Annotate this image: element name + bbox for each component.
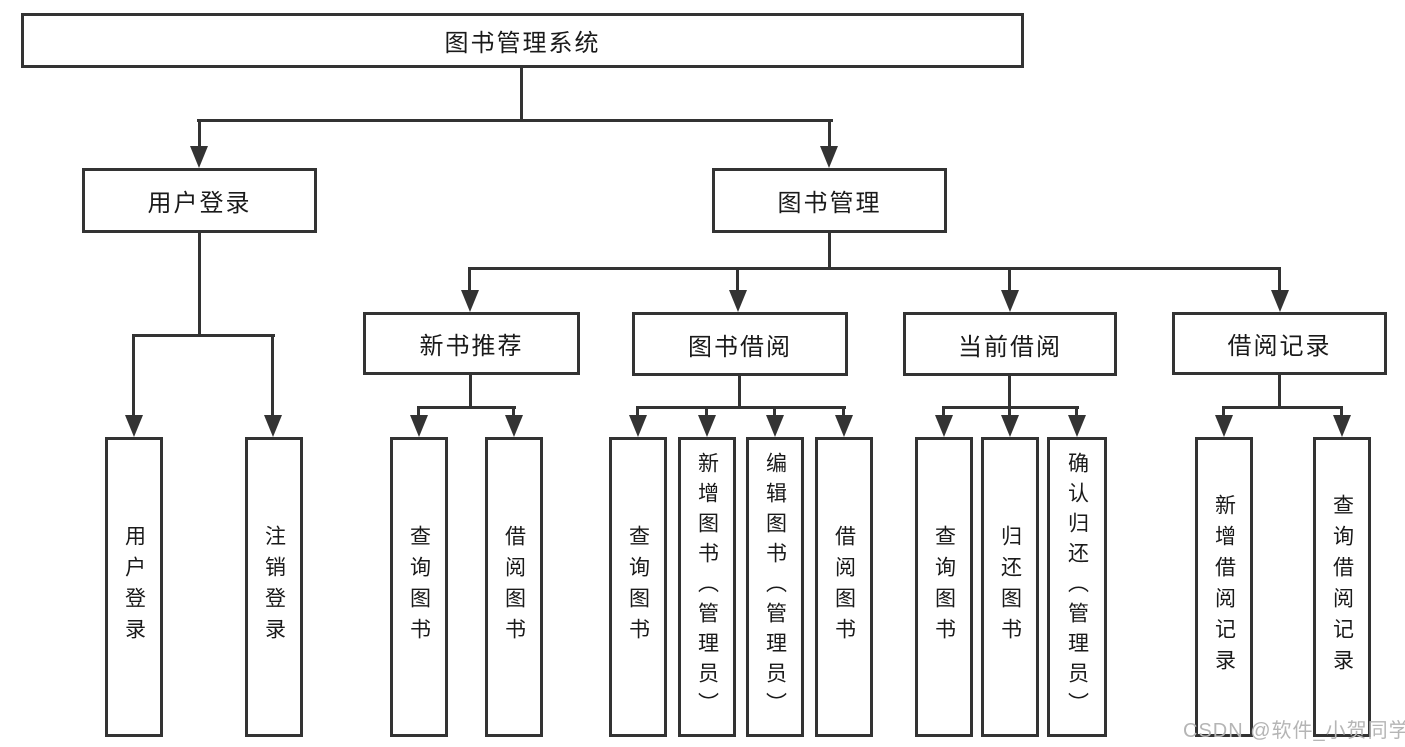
node-new-book-recommend: 新书推荐: [363, 312, 580, 375]
leaf-return-books: 归还图书: [981, 437, 1039, 737]
leaf-label: 编辑图书（管理员）: [763, 452, 787, 722]
connector-line: [132, 336, 135, 418]
connector-line: [828, 121, 831, 151]
arrow-head: [505, 415, 523, 437]
connector-line: [1008, 408, 1011, 420]
connector-line: [1222, 408, 1225, 420]
arrow-head: [1001, 415, 1019, 437]
connector-line: [636, 406, 846, 409]
node-current-borrow: 当前借阅: [903, 312, 1117, 376]
connector-line: [773, 408, 776, 420]
connector-line: [132, 334, 275, 337]
arrow-head: [125, 415, 143, 437]
arrow-head: [1333, 415, 1351, 437]
arrow-head: [1068, 415, 1086, 437]
connector-line: [197, 119, 833, 122]
leaf-user-login: 用户登录: [105, 437, 163, 737]
leaf-add-book-admin: 新增图书（管理员）: [678, 437, 736, 737]
connector-line: [942, 408, 945, 420]
connector-line: [842, 408, 845, 420]
arrow-head: [766, 415, 784, 437]
connector-line: [469, 375, 472, 408]
connector-line: [512, 408, 515, 420]
arrow-head: [729, 290, 747, 312]
arrow-head: [1271, 290, 1289, 312]
leaf-label: 借阅图书: [502, 525, 526, 649]
connector-line: [1278, 375, 1281, 408]
arrow-head: [264, 415, 282, 437]
arrow-head: [1001, 290, 1019, 312]
node-label: 新书推荐: [419, 333, 524, 360]
leaf-label: 确认归还（管理员）: [1065, 452, 1089, 722]
node-label: 图书借阅: [688, 333, 792, 361]
leaf-label: 归还图书: [998, 525, 1022, 649]
connector-line: [1008, 269, 1011, 293]
node-book-management: 图书管理: [712, 168, 947, 233]
leaf-query-books-current: 查询图书: [915, 437, 973, 737]
leaf-label: 查询借阅记录: [1330, 494, 1354, 680]
node-root: 图书管理系统: [21, 13, 1024, 68]
connector-line: [198, 121, 201, 151]
leaf-confirm-return-admin: 确认归还（管理员）: [1047, 437, 1107, 737]
leaf-borrow-books: 借阅图书: [815, 437, 873, 737]
leaf-edit-book-admin: 编辑图书（管理员）: [746, 437, 804, 737]
connector-line: [828, 233, 831, 270]
connector-line: [736, 269, 739, 293]
leaf-query-books-borrow: 查询图书: [609, 437, 667, 737]
node-label: 图书管理: [777, 190, 882, 217]
connector-line: [1340, 408, 1343, 420]
arrow-head: [935, 415, 953, 437]
arrow-head: [410, 415, 428, 437]
connector-line: [1008, 376, 1011, 408]
connector-line: [198, 233, 201, 336]
leaf-label: 借阅图书: [832, 525, 856, 649]
node-root-label: 图书管理系统: [444, 30, 601, 57]
arrow-head: [461, 290, 479, 312]
connector-line: [738, 376, 741, 408]
node-borrow-records: 借阅记录: [1172, 312, 1387, 375]
node-label: 借阅记录: [1227, 333, 1332, 360]
arrow-head: [698, 415, 716, 437]
leaf-add-borrow-record: 新增借阅记录: [1195, 437, 1253, 737]
arrow-head: [835, 415, 853, 437]
leaf-label: 查询图书: [626, 525, 650, 649]
node-label: 当前借阅: [958, 333, 1062, 361]
connector-line: [520, 68, 523, 121]
leaf-label: 查询图书: [932, 525, 956, 649]
connector-line: [1278, 269, 1281, 293]
leaf-borrow-books-recommend: 借阅图书: [485, 437, 543, 737]
leaf-label: 新增借阅记录: [1212, 494, 1236, 680]
connector-line: [271, 336, 274, 418]
arrow-head: [1215, 415, 1233, 437]
arrow-head: [820, 146, 838, 168]
connector-line: [1222, 406, 1343, 409]
leaf-query-borrow-record: 查询借阅记录: [1313, 437, 1371, 737]
leaf-label: 注销登录: [262, 525, 286, 649]
connector-line: [942, 406, 1079, 409]
leaf-label: 用户登录: [122, 525, 146, 649]
arrow-head: [190, 146, 208, 168]
arrow-head: [629, 415, 647, 437]
leaf-label: 新增图书（管理员）: [695, 452, 719, 722]
connector-line: [1075, 408, 1078, 420]
leaf-logout: 注销登录: [245, 437, 303, 737]
node-book-borrow: 图书借阅: [632, 312, 848, 376]
connector-line: [468, 267, 1281, 270]
connector-line: [468, 269, 471, 293]
connector-line: [417, 408, 420, 420]
connector-line: [705, 408, 708, 420]
watermark-text: CSDN @软件_小贺同学: [1183, 720, 1405, 742]
leaf-label: 查询图书: [407, 525, 431, 649]
connector-line: [636, 408, 639, 420]
node-label: 用户登录: [147, 190, 252, 217]
node-user-login: 用户登录: [82, 168, 317, 233]
connector-line: [417, 406, 516, 409]
leaf-query-books-recommend: 查询图书: [390, 437, 448, 737]
